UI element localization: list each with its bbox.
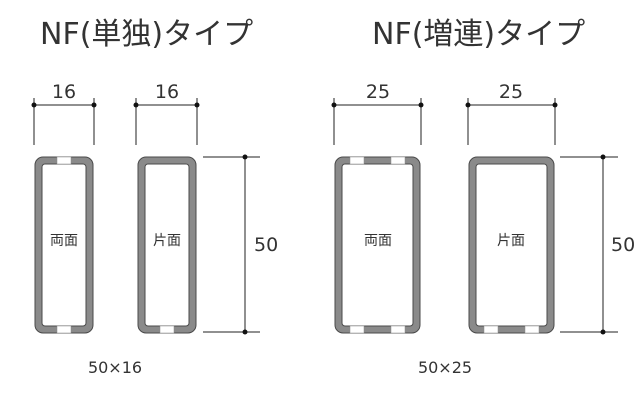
width-dimension: 16: [31, 81, 97, 145]
height-dimension-series: 50: [560, 154, 635, 335]
channel-inner: [341, 163, 414, 327]
width-dimension: 25: [331, 81, 424, 145]
face-label: 両面: [364, 233, 392, 249]
width-dimension: 16: [133, 81, 200, 145]
height-label: 50: [611, 234, 635, 256]
channel-inner: [475, 163, 548, 327]
face-label: 片面: [497, 233, 525, 249]
lip-gap-top: [56, 156, 72, 165]
profile-16-single: 16 片面: [133, 81, 200, 334]
width-label: 25: [499, 81, 523, 103]
lip-gap-top-right: [390, 156, 406, 165]
height-dimension-single: 50: [203, 154, 278, 335]
width-label: 16: [155, 81, 179, 103]
profile-16-double: 16 両面: [31, 81, 97, 334]
lip-gap-bottom-right: [390, 325, 406, 334]
profile-25-double: 25 両面: [331, 81, 424, 334]
width-label: 16: [52, 81, 76, 103]
title-series-type: NF(増連)タイプ: [372, 17, 585, 52]
profile-25-single: 25 片面: [465, 81, 558, 334]
lip-gap-bottom-left: [349, 325, 365, 334]
height-label: 50: [254, 234, 278, 256]
caption-single: 50×16: [88, 358, 142, 377]
face-label: 両面: [50, 233, 78, 249]
width-dimension: 25: [465, 81, 558, 145]
lip-gap-bottom-left: [483, 325, 499, 334]
lip-gap-bottom-right: [524, 325, 540, 334]
width-label: 25: [366, 81, 390, 103]
lip-gap-top-left: [349, 156, 365, 165]
lip-gap-bottom: [56, 325, 72, 334]
caption-series: 50×25: [418, 358, 472, 377]
title-single-type: NF(単独)タイプ: [40, 17, 253, 52]
lip-gap-bottom: [159, 325, 175, 334]
face-label: 片面: [153, 233, 181, 249]
